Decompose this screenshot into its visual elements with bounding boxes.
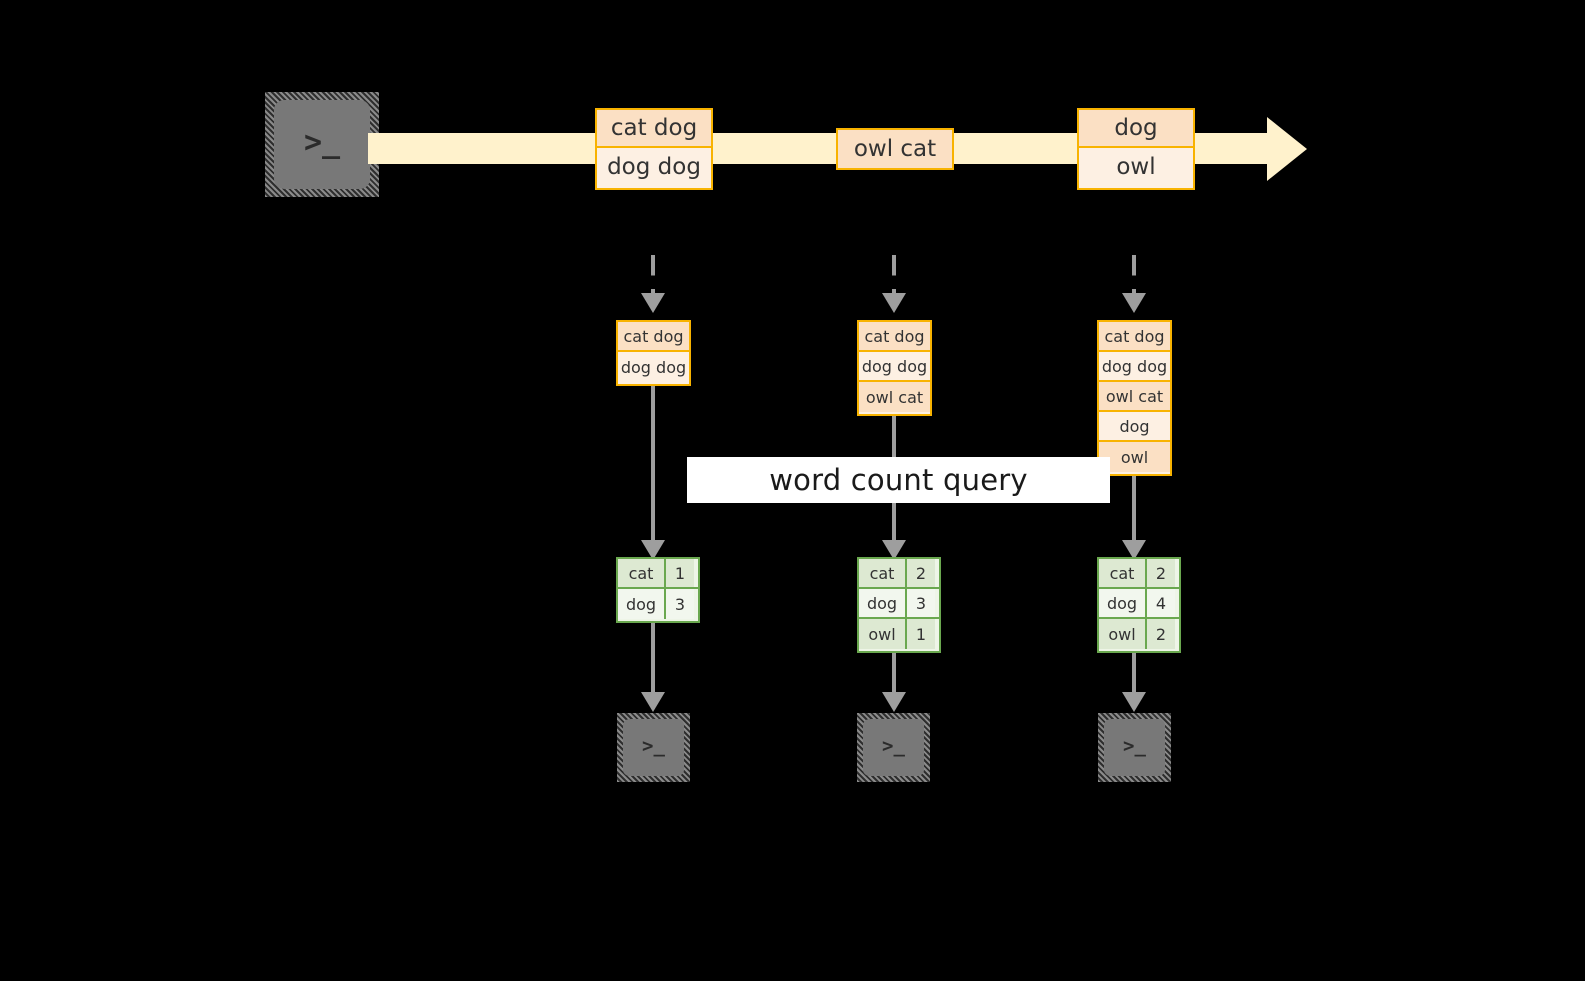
sink-connector-1	[651, 623, 655, 695]
result-count: 4	[1147, 589, 1175, 617]
result-row: owl 1	[859, 619, 939, 649]
snapshot-table-2: cat dog dog dog owl cat	[857, 320, 932, 416]
query-connector-arrowhead-2	[882, 540, 906, 560]
result-word: cat	[859, 559, 907, 587]
result-count: 2	[1147, 619, 1175, 649]
dashed-connector-2	[892, 255, 896, 297]
snapshot-line: dog dog	[1099, 352, 1170, 382]
result-row: cat 1	[618, 559, 698, 589]
stream-event-line: owl cat	[838, 130, 952, 168]
result-count: 2	[1147, 559, 1175, 587]
stream-event-line: dog	[1079, 110, 1193, 148]
snapshot-line: owl cat	[1099, 382, 1170, 412]
result-count: 3	[666, 589, 694, 619]
result-count: 3	[907, 589, 935, 617]
sink-connector-3	[1132, 653, 1136, 695]
stream-event-1: cat dog dog dog	[595, 108, 713, 190]
snapshot-line: cat dog	[1099, 322, 1170, 352]
query-label: word count query	[769, 463, 1028, 497]
stream-event-line: owl	[1079, 148, 1193, 186]
source-terminal-icon: >_	[265, 92, 379, 197]
snapshot-line: dog dog	[618, 352, 689, 382]
result-count: 1	[907, 619, 935, 649]
result-row: dog 3	[859, 589, 939, 619]
result-word: dog	[859, 589, 907, 617]
snapshot-line: dog dog	[859, 352, 930, 382]
result-table-2: cat 2 dog 3 owl 1	[857, 557, 941, 653]
query-connector-1	[651, 386, 655, 543]
query-connector-3	[1132, 476, 1136, 543]
sink-terminal-icon-3: >_	[1098, 713, 1171, 782]
result-count: 2	[907, 559, 935, 587]
result-row: cat 2	[1099, 559, 1179, 589]
snapshot-table-3: cat dog dog dog owl cat dog owl	[1097, 320, 1172, 476]
result-word: dog	[618, 589, 666, 619]
terminal-prompt-glyph: >_	[642, 735, 665, 757]
result-row: dog 4	[1099, 589, 1179, 619]
dashed-connector-3	[1132, 255, 1136, 297]
snapshot-line: cat dog	[618, 322, 689, 352]
snapshot-line: dog	[1099, 412, 1170, 442]
result-word: cat	[1099, 559, 1147, 587]
dashed-connector-arrowhead-1	[641, 293, 665, 313]
terminal-prompt-glyph: >_	[882, 735, 905, 757]
dashed-connector-arrowhead-2	[882, 293, 906, 313]
sink-connector-2	[892, 653, 896, 695]
dashed-connector-arrowhead-3	[1122, 293, 1146, 313]
query-connector-arrowhead-3	[1122, 540, 1146, 560]
result-table-1: cat 1 dog 3	[616, 557, 700, 623]
stream-event-3: dog owl	[1077, 108, 1195, 190]
result-row: cat 2	[859, 559, 939, 589]
result-word: cat	[618, 559, 666, 587]
sink-connector-arrowhead-1	[641, 692, 665, 712]
terminal-prompt-glyph: >_	[303, 124, 341, 160]
stream-event-line: cat dog	[597, 110, 711, 148]
result-table-3: cat 2 dog 4 owl 2	[1097, 557, 1181, 653]
sink-terminal-icon-1: >_	[617, 713, 690, 782]
query-connector-arrowhead-1	[641, 540, 665, 560]
result-word: owl	[859, 619, 907, 649]
query-label-band: word count query	[687, 457, 1110, 503]
result-word: dog	[1099, 589, 1147, 617]
result-row: owl 2	[1099, 619, 1179, 649]
snapshot-table-1: cat dog dog dog	[616, 320, 691, 386]
sink-connector-arrowhead-2	[882, 692, 906, 712]
result-count: 1	[666, 559, 694, 587]
snapshot-line: owl	[1099, 442, 1170, 472]
result-word: owl	[1099, 619, 1147, 649]
stream-event-line: dog dog	[597, 148, 711, 186]
stream-event-2: owl cat	[836, 128, 954, 170]
stream-arrow-head	[1267, 117, 1307, 181]
sink-connector-arrowhead-3	[1122, 692, 1146, 712]
dashed-connector-1	[651, 255, 655, 297]
terminal-prompt-glyph: >_	[1123, 735, 1146, 757]
result-row: dog 3	[618, 589, 698, 619]
snapshot-line: owl cat	[859, 382, 930, 412]
sink-terminal-icon-2: >_	[857, 713, 930, 782]
snapshot-line: cat dog	[859, 322, 930, 352]
